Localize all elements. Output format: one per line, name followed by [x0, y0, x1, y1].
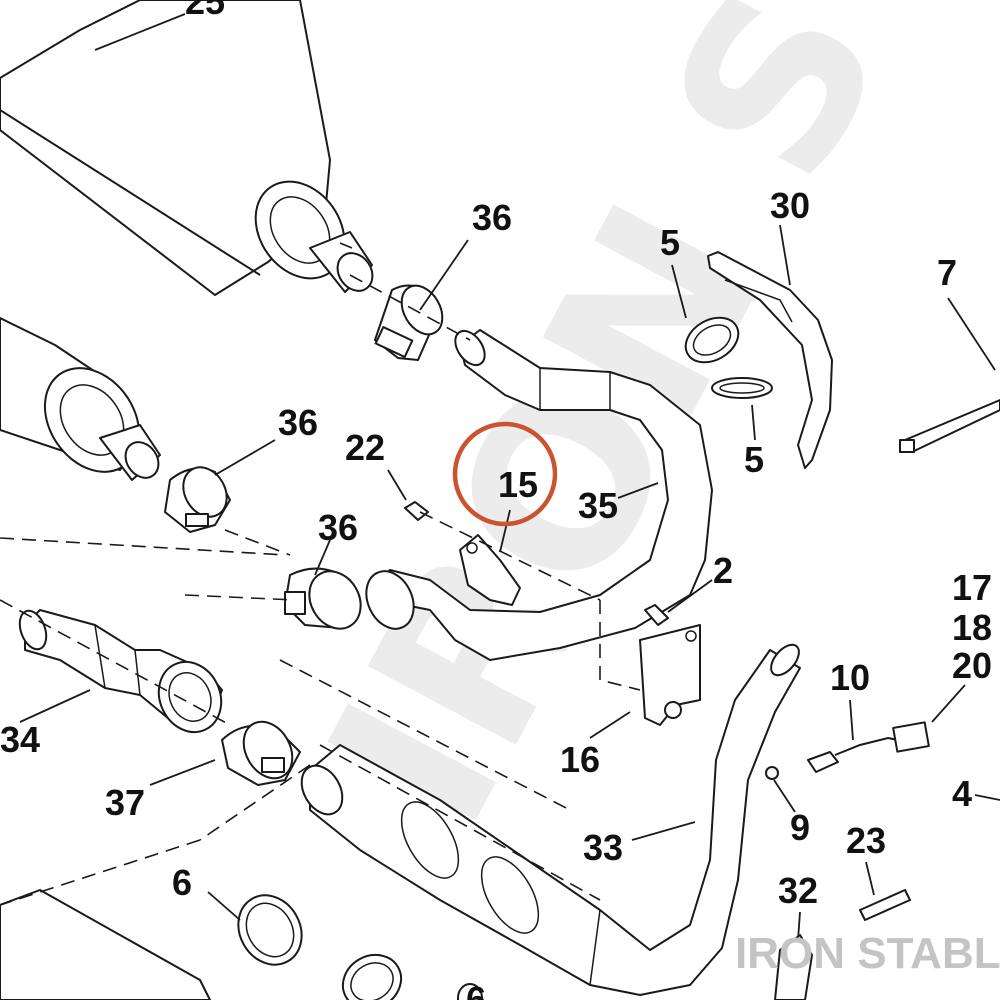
callout-10: 10	[830, 657, 870, 698]
callout-18: 18	[952, 607, 992, 648]
callout-15: 15	[498, 464, 538, 505]
callout-6-upper: 6	[172, 862, 192, 903]
part-37-clamp[interactable]	[221, 713, 302, 787]
watermark-text: IRON STAB	[279, 0, 1000, 865]
part-5-clamp-lower[interactable]	[711, 377, 773, 399]
part-37-crossover-pipe[interactable]	[15, 607, 233, 742]
callout-7: 7	[937, 252, 957, 293]
callout-34: 34	[0, 719, 40, 760]
part-5-clamp-upper[interactable]	[678, 309, 746, 372]
part-22-bolt[interactable]	[404, 501, 429, 521]
part-36-clamp-middle[interactable]	[164, 459, 235, 533]
callout-35: 35	[578, 485, 618, 526]
part-35-rear-header[interactable]	[357, 326, 713, 661]
part-2-bolt[interactable]	[644, 604, 669, 626]
part-lower-pipe-section[interactable]	[0, 889, 483, 1000]
callout-4: 4	[952, 773, 972, 814]
part-23-stud[interactable]	[859, 889, 911, 921]
callout-30: 30	[770, 185, 810, 226]
callout-20: 20	[952, 645, 992, 686]
callout-5-lower: 5	[744, 439, 764, 480]
part-25-upper-muffler[interactable]	[0, 0, 380, 298]
alignment-lines	[0, 274, 641, 906]
part-10-o2-sensor[interactable]	[807, 721, 930, 773]
callout-25: 25	[185, 0, 225, 22]
part-6-clamp-upper[interactable]	[226, 884, 314, 976]
callout-9: 9	[790, 807, 810, 848]
callout-5-upper: 5	[660, 222, 680, 263]
callout-33: 33	[583, 827, 623, 868]
leader-lines	[19, 13, 1000, 941]
callout-32: 32	[778, 870, 818, 911]
callout-37: 37	[105, 782, 145, 823]
part-6-clamp-lower[interactable]	[333, 944, 411, 1000]
callout-36-upper: 36	[472, 197, 512, 238]
callout-36-lower: 36	[318, 507, 358, 548]
callout-2: 2	[713, 550, 733, 591]
part-36-clamp-upper[interactable]	[374, 278, 451, 361]
callout-23: 23	[846, 820, 886, 861]
part-30-heat-shield[interactable]	[707, 251, 833, 469]
callout-22: 22	[345, 427, 385, 468]
part-32-bracket[interactable]	[774, 934, 813, 1000]
part-15-bracket[interactable]	[459, 534, 521, 606]
callout-17: 17	[952, 567, 992, 608]
highlight-circle	[452, 421, 558, 527]
part-33-front-header[interactable]	[293, 640, 804, 996]
part-36-clamp-lower[interactable]	[284, 562, 371, 638]
part-16-mount-bracket[interactable]	[639, 624, 701, 726]
callout-6-lower: 6	[466, 979, 486, 1000]
part-34-middle-muffler[interactable]	[0, 317, 165, 490]
part-9-washer[interactable]	[765, 766, 779, 780]
callout-36-middle: 36	[278, 402, 318, 443]
watermark: IRON STAB	[279, 0, 1000, 865]
part-7-cable-tie[interactable]	[899, 399, 1000, 453]
brand-mark: IRON STABLE	[735, 929, 1000, 978]
callout-16: 16	[560, 739, 600, 780]
